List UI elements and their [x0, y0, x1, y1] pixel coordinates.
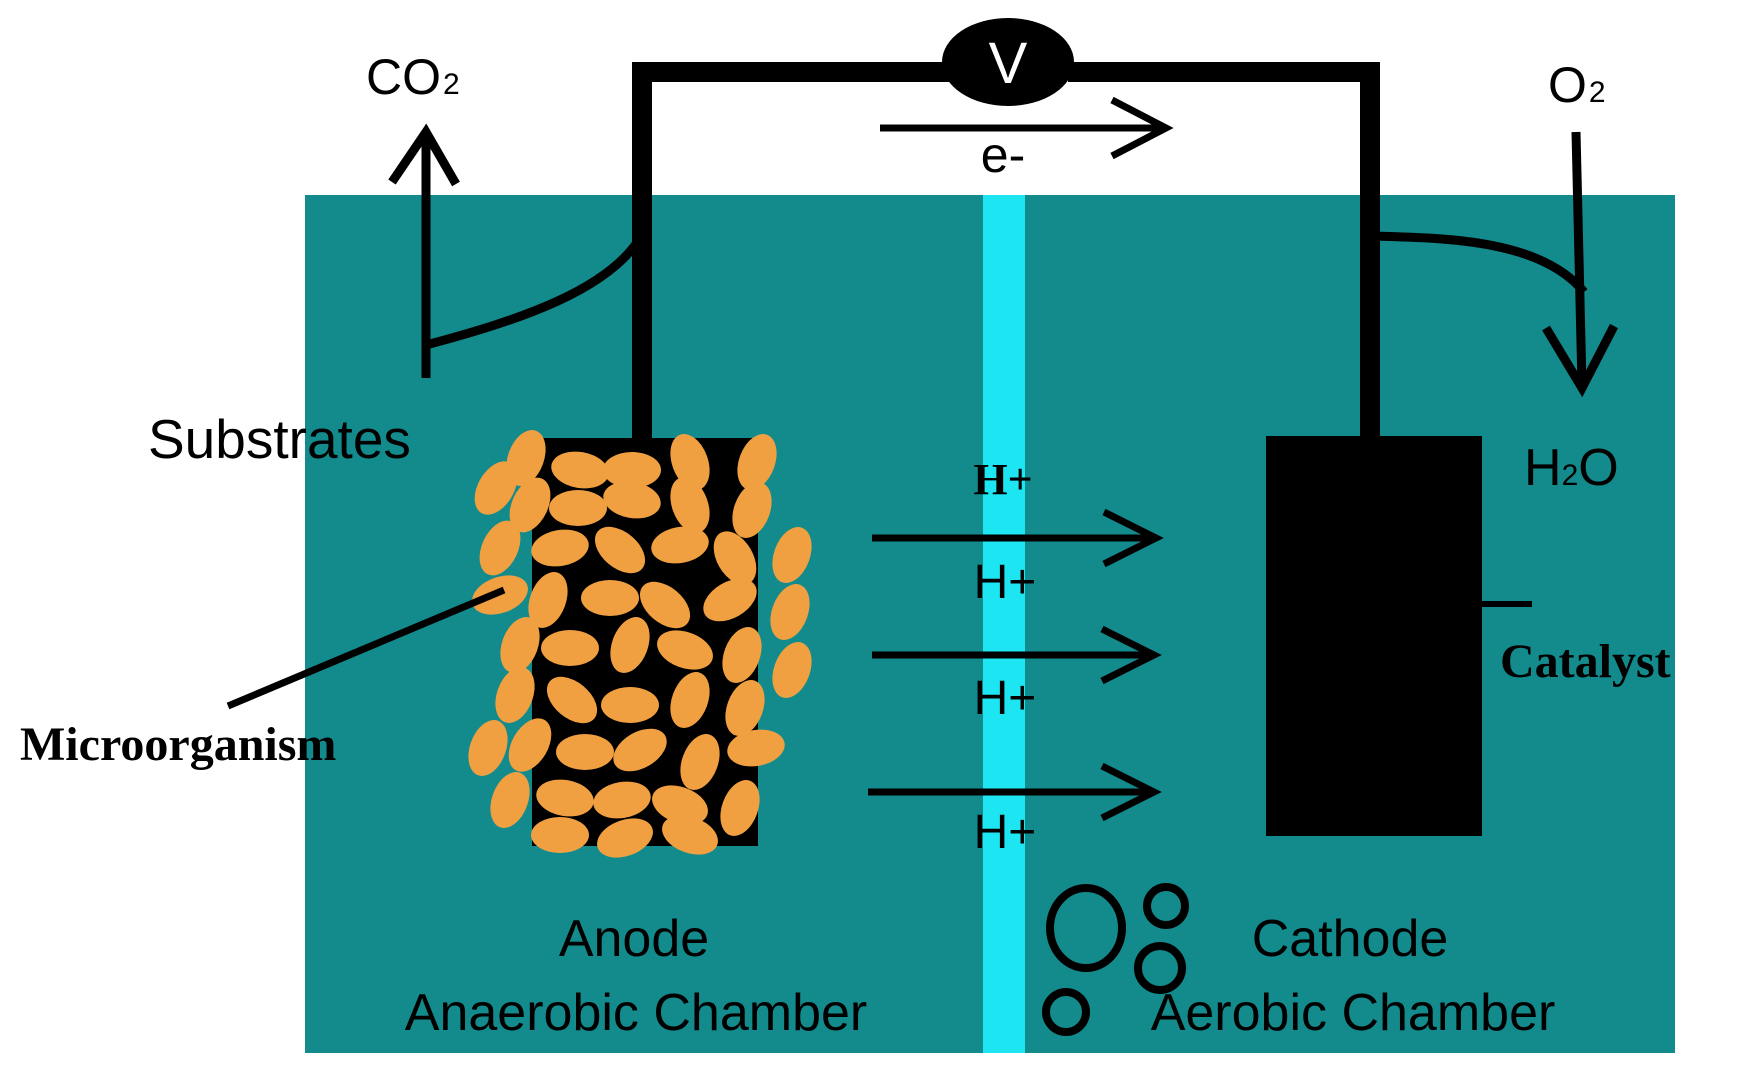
anode-chamber-label: Anaerobic Chamber — [405, 984, 867, 1042]
microorganism-cell — [490, 772, 530, 828]
microorganism-cell — [713, 531, 757, 585]
bubble-4 — [1042, 988, 1090, 1036]
microorganism-cell — [509, 477, 551, 533]
microorganism-cell — [536, 779, 594, 817]
microorganism-label: Microorganism — [20, 718, 336, 771]
microorganism-cell — [703, 578, 757, 622]
microorganism-cell — [508, 718, 552, 772]
bubble-2 — [1143, 883, 1189, 929]
microorganism-cell — [722, 627, 762, 683]
microorganism-cell — [639, 581, 691, 629]
microorganism-cell — [772, 642, 812, 698]
microorganism-cell — [680, 734, 720, 790]
microorganism-cell — [770, 584, 810, 640]
cathode-electrode — [1266, 436, 1482, 836]
microorganism-cell — [528, 572, 568, 628]
cathode-chamber-label: Aerobic Chamber — [1151, 984, 1556, 1042]
microorganism-cell — [474, 461, 518, 515]
microorganism-cell — [613, 728, 667, 772]
external-circuit-wire — [632, 62, 1380, 440]
microorganism-cell — [495, 667, 535, 723]
substrates-label: Substrates — [148, 408, 411, 470]
electron-flow-arrow — [880, 96, 1174, 160]
microorganism-cell — [670, 434, 710, 490]
catalyst-label: Catalyst — [1500, 635, 1671, 688]
o2-label: O2 — [1548, 57, 1606, 113]
microorganism-cell — [720, 780, 760, 836]
voltmeter-label: V — [989, 31, 1028, 96]
microorganism-cell — [556, 734, 614, 770]
microorganism-cell — [610, 617, 650, 673]
microorganism-cell — [531, 529, 589, 567]
microorganism-cell — [727, 729, 785, 767]
microorganism-cell — [581, 580, 639, 616]
bubble-1 — [1046, 884, 1126, 972]
microorganism-cell — [531, 817, 589, 853]
proton-label-2: H+ — [974, 556, 1037, 609]
microorganism-cell — [541, 630, 599, 666]
microorganism-cell — [500, 617, 540, 673]
microorganism-cell — [737, 434, 777, 490]
microorganism-cell — [546, 676, 598, 724]
microorganism-cell — [551, 451, 609, 489]
microorganism-cell — [594, 526, 646, 574]
microorganism-cell — [725, 680, 765, 736]
microorganism-cluster — [468, 430, 812, 858]
proton-exchange-membrane — [983, 195, 1025, 1053]
microorganism-cell — [670, 477, 710, 533]
cathode-label: Cathode — [1252, 910, 1449, 968]
proton-flow-arrows — [868, 508, 1164, 822]
voltmeter-icon — [942, 18, 1074, 106]
electron-label: e- — [981, 127, 1025, 183]
anode-label: Anode — [559, 910, 709, 968]
microorganism-pointer — [226, 586, 506, 710]
proton-label-3: H+ — [974, 672, 1037, 725]
microorganism-cell — [772, 527, 812, 583]
co2-label: CO2 — [366, 49, 460, 105]
bubble-3 — [1134, 942, 1186, 994]
microorganism-cell — [670, 672, 710, 728]
proton-label-4: H+ — [974, 806, 1037, 859]
microorganism-cell — [601, 687, 659, 723]
microorganism-cell — [603, 452, 661, 488]
proton-label-1: H+ — [973, 455, 1032, 504]
microorganism-cell — [468, 720, 508, 776]
microorganism-cell — [603, 481, 661, 519]
microorganism-cell — [732, 482, 772, 538]
microorganism-cell — [549, 490, 607, 526]
microorganism-cell — [651, 526, 709, 564]
microorganism-cell — [593, 781, 651, 819]
o2-reduction-arrow — [1369, 131, 1618, 398]
microorganism-cell — [597, 818, 653, 858]
co2-release-arrow — [388, 123, 646, 378]
h2o-label: H2O — [1524, 439, 1619, 497]
oxygen-bubbles — [1042, 883, 1189, 1036]
microorganism-cell — [657, 630, 713, 670]
microorganism-cell — [479, 520, 521, 576]
microorganism-cell — [652, 785, 708, 825]
microorganism-cell — [662, 815, 718, 855]
